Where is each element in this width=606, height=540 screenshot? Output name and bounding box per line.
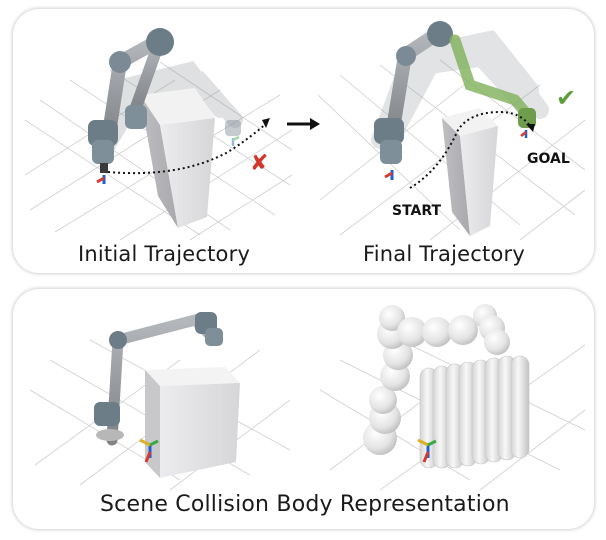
collision-caption: Scene Collision Body Representation	[100, 492, 510, 517]
goal-arm-green	[449, 34, 536, 138]
initial-trajectory-scene: ✘	[24, 28, 293, 241]
collision-body-scene	[319, 304, 586, 491]
collision-cylinders	[419, 355, 530, 469]
scene-geometry	[29, 312, 291, 491]
goal-ghost-arm	[225, 120, 241, 146]
obstacle-box	[140, 88, 215, 228]
success-icon: ✔	[556, 84, 576, 112]
initial-trajectory-caption: Initial Trajectory	[78, 242, 251, 266]
axis-triad-left	[139, 438, 159, 463]
final-trajectory-caption: Final Trajectory	[363, 242, 525, 266]
box-front	[160, 383, 240, 478]
fail-icon: ✘	[250, 151, 268, 176]
collision-spheres	[363, 304, 510, 455]
goal-label: GOAL	[527, 151, 570, 167]
obstacle-box-right	[442, 108, 498, 236]
axis-triad-right	[417, 438, 437, 463]
robot-arm	[88, 28, 174, 184]
transition-arrow	[287, 118, 320, 130]
final-trajectory-scene: ✔ GOAL START	[317, 21, 586, 241]
final-trajectory-arrowhead	[526, 124, 535, 132]
box-top	[145, 367, 240, 386]
final-trajectory-path	[409, 110, 531, 189]
start-label: START	[392, 203, 442, 219]
robot-arm-right	[374, 21, 453, 180]
initial-trajectory-arrowhead	[262, 118, 270, 128]
